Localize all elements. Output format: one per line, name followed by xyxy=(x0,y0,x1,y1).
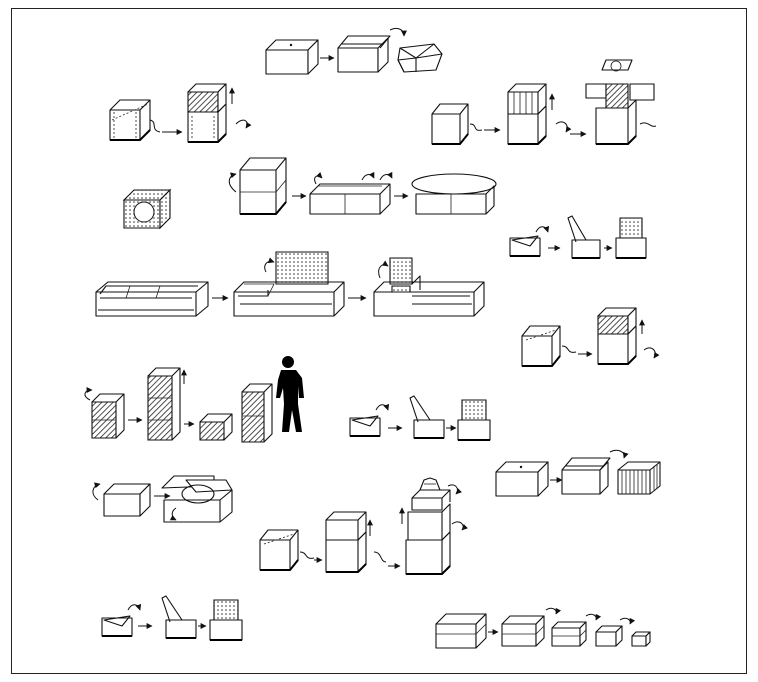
cube-stacking-sequence-left xyxy=(110,84,247,142)
hatched-tower-sequence xyxy=(85,368,272,442)
chair-folding-sequence-middle xyxy=(350,396,490,440)
chair-folding-sequence-bottom xyxy=(102,596,242,640)
human-silhouette-icon xyxy=(276,356,304,432)
nesting-boxes-sequence xyxy=(436,608,650,648)
sofa-transformation-sequence xyxy=(96,252,484,316)
cube-to-table-sequence xyxy=(229,158,496,214)
box-to-slats-sequence-right xyxy=(496,450,660,496)
cube-with-shelf-sequence-right xyxy=(522,308,655,366)
box-opening-sequence-top xyxy=(266,28,442,74)
chair-folding-sequence-right xyxy=(510,216,646,258)
box-flip-open-sequence xyxy=(93,476,232,522)
cube-stacking-tower-sequence xyxy=(260,478,463,574)
cube-to-desk-sequence-right xyxy=(432,60,656,144)
dotted-cube-with-opening xyxy=(124,190,170,228)
